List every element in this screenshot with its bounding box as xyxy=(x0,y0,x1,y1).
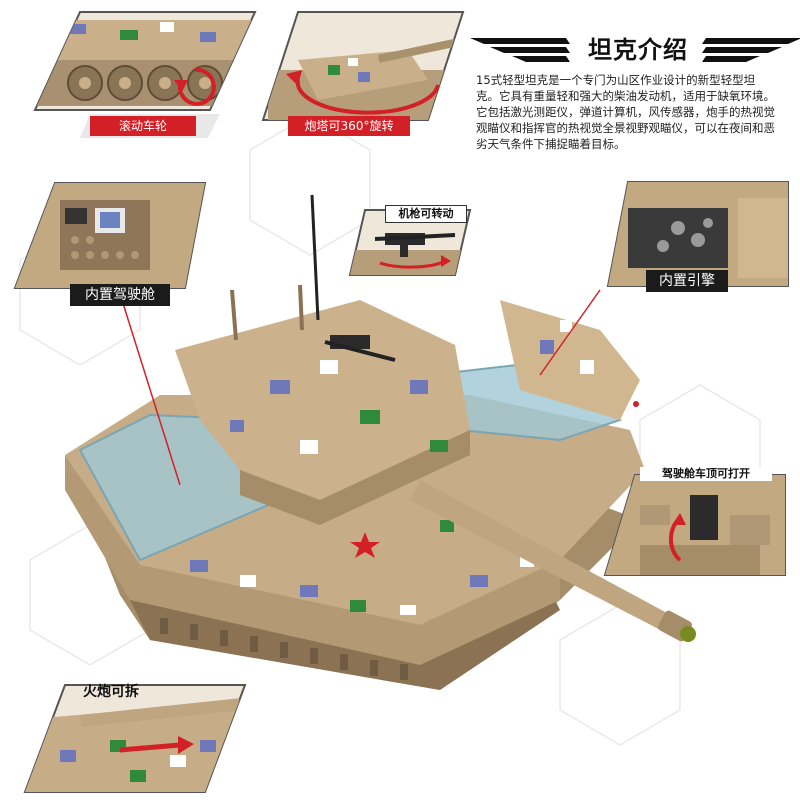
wheels-illustration xyxy=(33,11,257,138)
label-turret: 炮塔可360°旋转 xyxy=(288,116,410,136)
red-star-icon xyxy=(350,532,380,558)
cannon-illustration xyxy=(23,684,247,793)
label-hatch: 驾驶舱车顶可打开 xyxy=(640,467,772,481)
callout-machine-gun: 机枪可转动 xyxy=(345,205,475,280)
callout-turret: 炮塔可360°旋转 xyxy=(258,10,468,140)
cockpit-illustration xyxy=(13,182,207,289)
page-title: 坦克介绍 xyxy=(588,36,688,64)
machine-gun-illustration xyxy=(348,209,472,276)
label-wheels: 滚动车轮 xyxy=(90,116,196,136)
engine-illustration xyxy=(606,181,789,287)
callout-engine: 内置引擎 xyxy=(588,178,793,298)
callout-cannon: 火炮可拆 xyxy=(20,680,250,795)
label-engine: 内置引擎 xyxy=(646,270,728,292)
label-machine-gun: 机枪可转动 xyxy=(385,205,467,223)
hatch-illustration xyxy=(603,474,786,576)
callout-cockpit: 内置驾驶舱 xyxy=(10,180,210,310)
right-wing-icon xyxy=(702,38,800,62)
title-row: 坦克介绍 xyxy=(470,30,800,70)
label-cockpit: 内置驾驶舱 xyxy=(70,284,170,306)
callout-hatch: 驾驶舱车顶可打开 xyxy=(600,465,790,585)
turret-illustration xyxy=(261,11,465,121)
callout-wheels: 滚动车轮 xyxy=(10,10,260,140)
label-cannon: 火炮可拆 xyxy=(83,684,139,700)
left-wing-icon xyxy=(470,38,570,62)
tank-description: 15式轻型坦克是一个专门为山区作业设计的新型轻型坦克。它具有重量轻和强大的柴油发… xyxy=(476,73,775,151)
